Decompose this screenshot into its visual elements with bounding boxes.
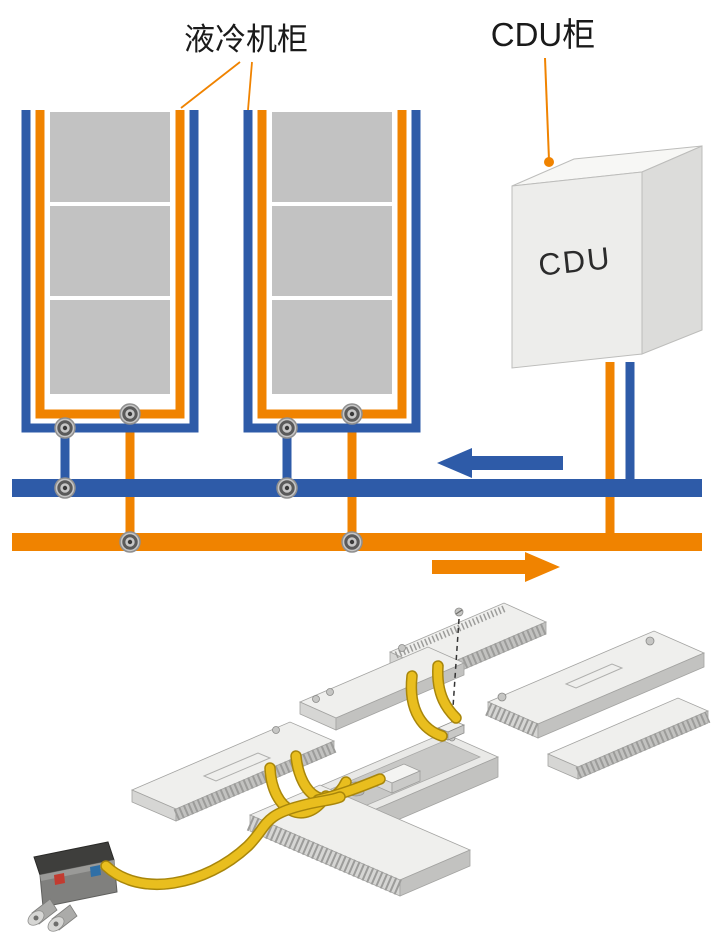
connector-port-2 — [47, 904, 78, 932]
quick-connector — [27, 841, 118, 932]
cabinet-2-return-loop — [257, 110, 407, 419]
screw-icon — [326, 688, 334, 696]
cabinet-2-supply-loop — [243, 110, 421, 433]
cdu-leader-line — [544, 57, 550, 161]
connector-blue-band — [90, 865, 101, 877]
connector-red-band — [54, 873, 65, 885]
cabinet-1-return-loop — [35, 110, 185, 419]
supply-flow-arrow-left-icon — [437, 448, 563, 478]
cabinet-1-supply-loop — [21, 110, 199, 433]
screw-icon — [272, 726, 280, 734]
pipe-coupling-icon — [340, 530, 364, 554]
cabinet-2-panels — [272, 112, 392, 394]
cdu-box-label: CDU — [537, 240, 613, 282]
screw-icon — [398, 644, 406, 652]
cdu-box: CDU — [511, 145, 703, 369]
screw-icon — [497, 692, 507, 702]
cdu-cabinet-label: CDU柜 — [491, 16, 596, 53]
tray-white-block — [374, 763, 422, 794]
supply-piping — [12, 110, 702, 497]
cabinet-label: 液冷机柜 — [184, 22, 308, 57]
screw-icon — [645, 636, 655, 646]
pipe-coupling-icon — [53, 416, 77, 440]
pipe-coupling-icon — [340, 402, 364, 426]
pipe-coupling-icon — [118, 402, 142, 426]
cabinet-1-panels — [50, 112, 170, 394]
pipe-coupling-icon — [275, 476, 299, 500]
pipe-coupling-icon — [118, 530, 142, 554]
return-flow-arrow-right-icon — [432, 552, 560, 582]
coolant-hoses — [100, 660, 462, 890]
return-piping — [35, 110, 615, 546]
cdu-box-side-face — [641, 145, 703, 355]
connector-port-1 — [27, 898, 58, 926]
cdu-box-front-face — [511, 171, 643, 369]
pipe-coupling-icon — [53, 476, 77, 500]
cabinet-leader-lines — [180, 61, 253, 111]
server-module-3 — [485, 630, 706, 739]
cdu-leader-dot — [544, 157, 554, 167]
pipe-coupling-icon — [275, 416, 299, 440]
server-module-4 — [546, 697, 711, 780]
screw-icon — [312, 695, 320, 703]
server-module-2 — [299, 646, 465, 731]
